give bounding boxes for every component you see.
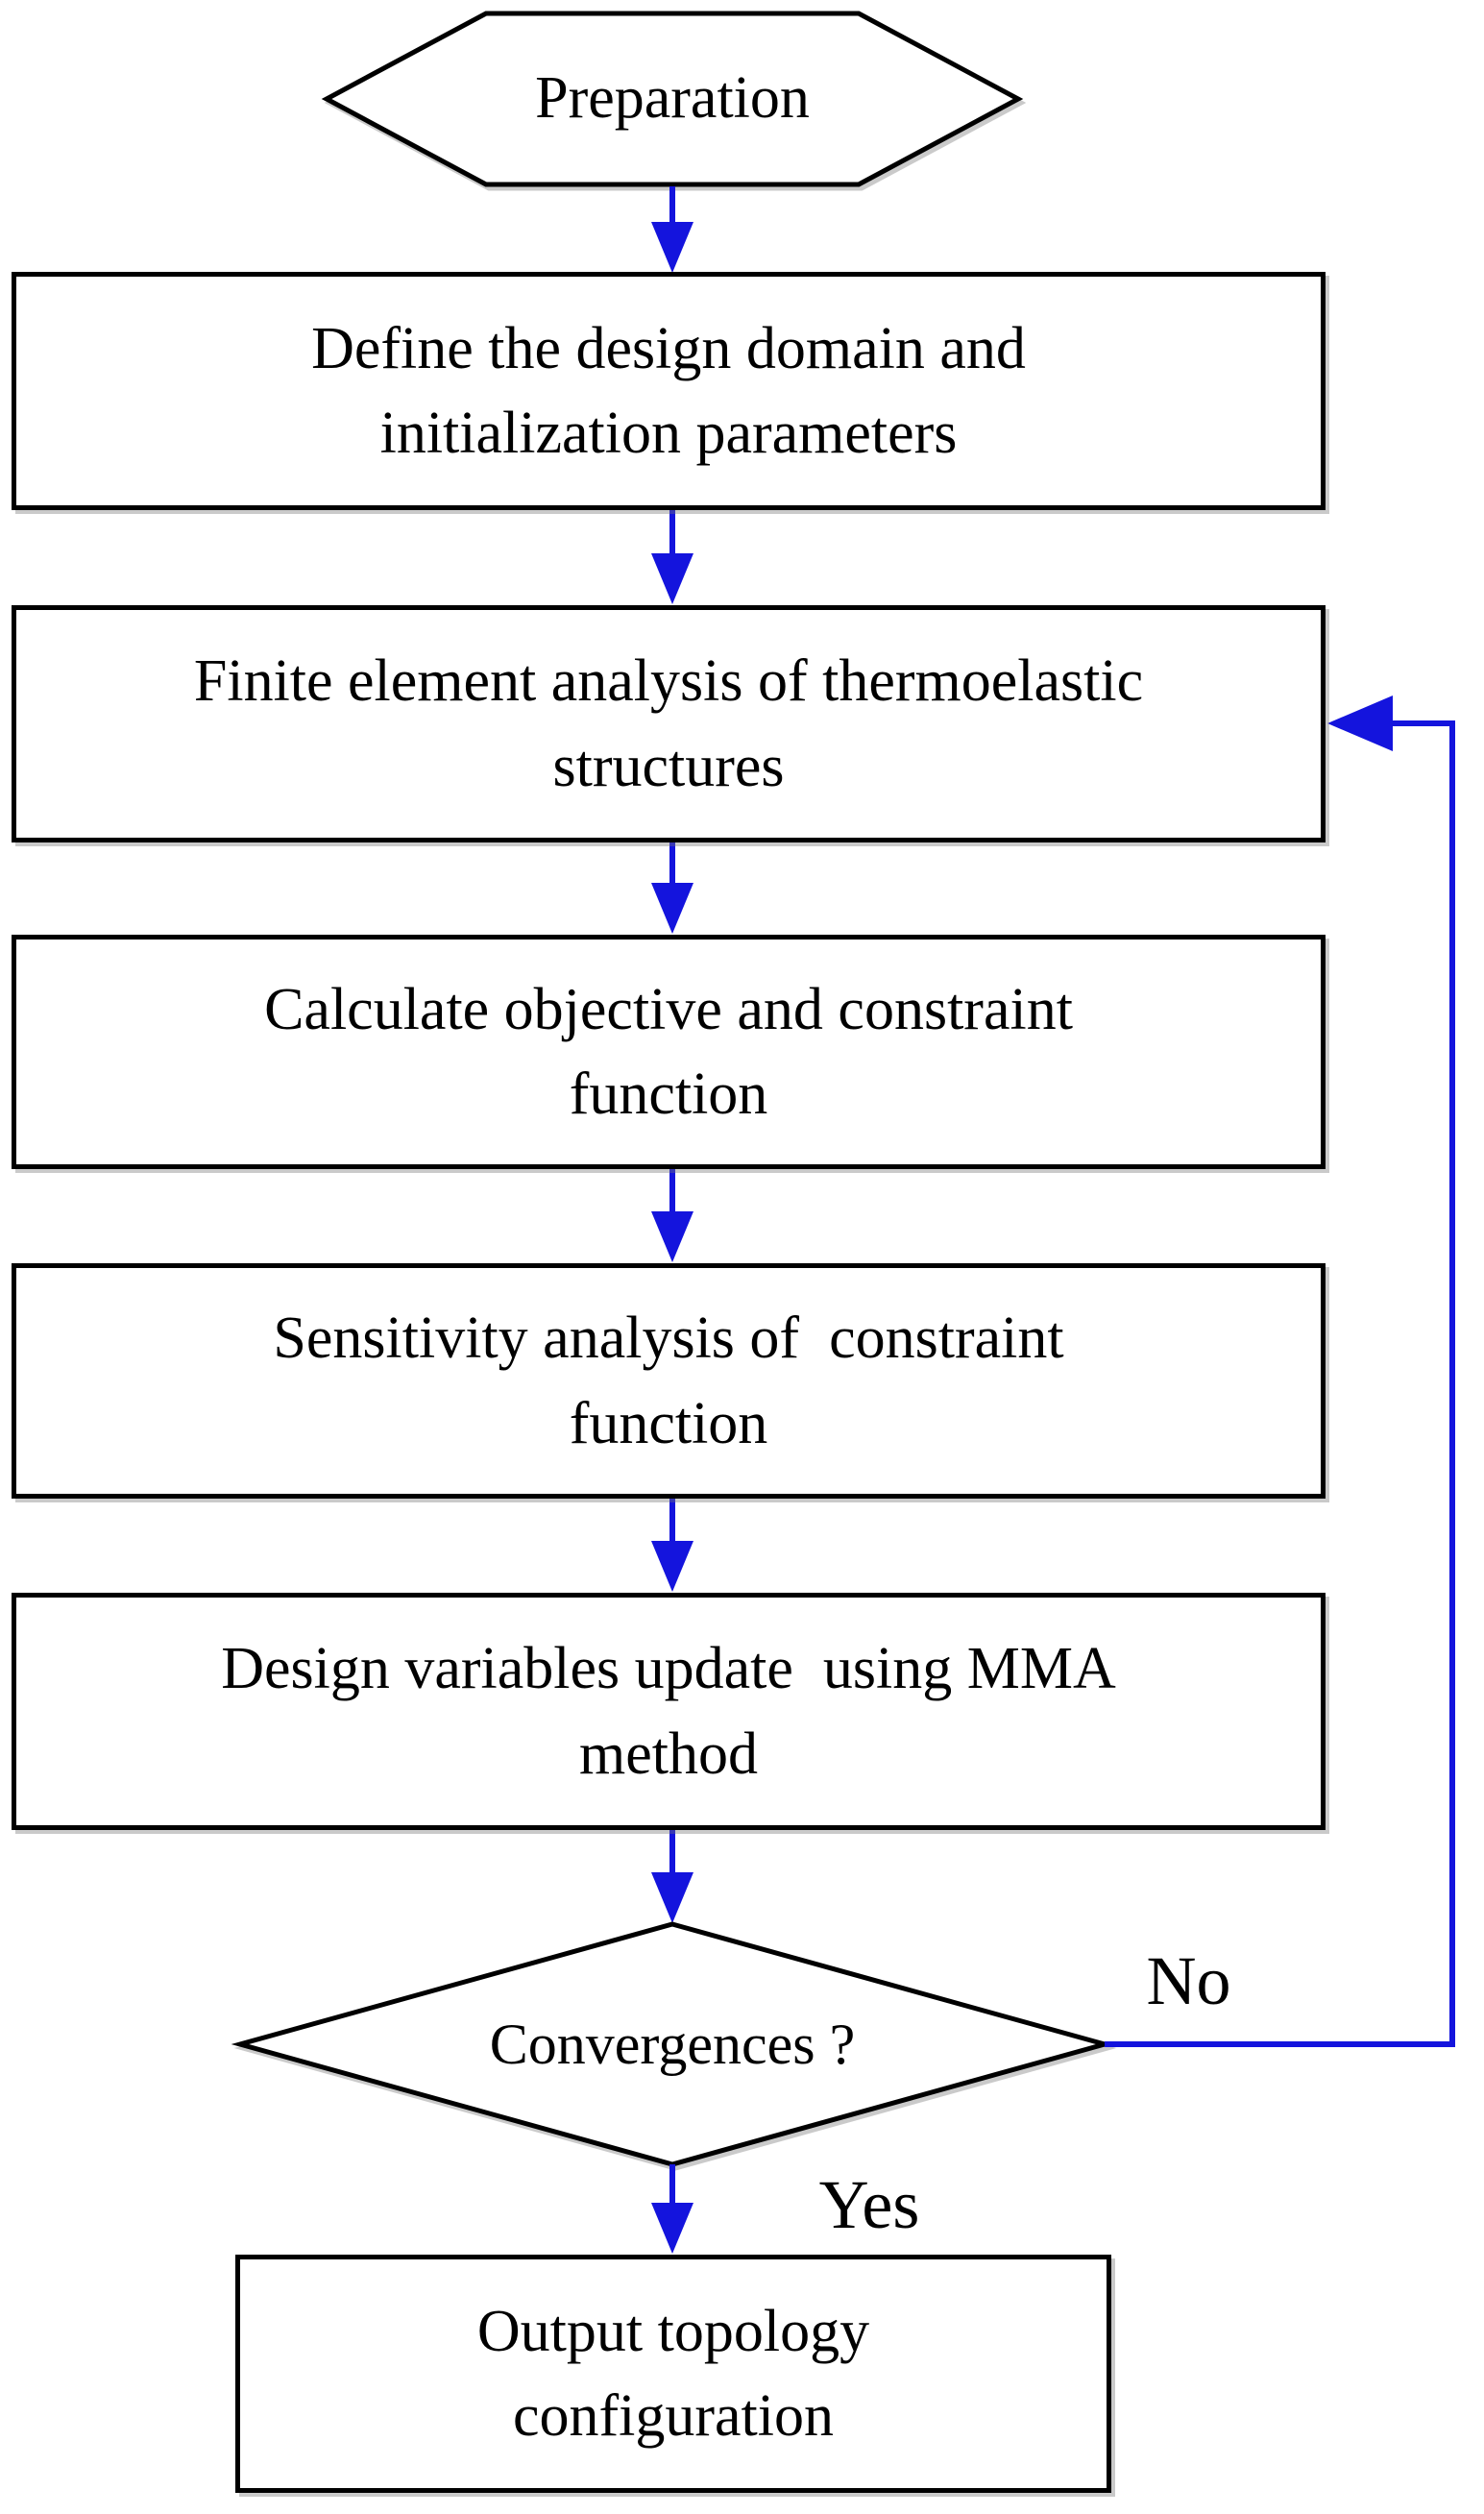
define-domain-line1: Define the design domain and	[311, 315, 1026, 381]
objective-line2: function	[569, 1062, 768, 1127]
preparation-hexagon	[321, 11, 1024, 187]
mma-update-line2: method	[579, 1721, 758, 1787]
objective-line1: Calculate objective and constraint	[264, 976, 1073, 1042]
convergence-diamond	[231, 1921, 1114, 2167]
output-box: Output topology configuration	[235, 2255, 1111, 2493]
fea-box: Finite element analysis of thermoelastic…	[12, 605, 1326, 842]
arrow-preparation-to-define	[651, 186, 693, 273]
fea-line2: structures	[552, 733, 785, 799]
sensitivity-box: Sensitivity analysis of constraint funct…	[12, 1263, 1326, 1499]
define-domain-line2: initialization parameters	[379, 401, 958, 466]
sensitivity-line2: function	[569, 1390, 768, 1456]
fea-line1: Finite element analysis of thermoelastic	[193, 648, 1144, 715]
arrow-convergence-to-output	[651, 2164, 693, 2254]
yes-edge-label: Yes	[818, 2166, 920, 2243]
define-domain-box: Define the design domain and initializat…	[12, 272, 1326, 510]
arrow-objective-to-sensitivity	[651, 1169, 693, 1262]
no-feedback-connector	[1105, 696, 1455, 2047]
output-line2: configuration	[512, 2383, 834, 2449]
arrow-sensitivity-to-mma	[651, 1499, 693, 1592]
arrow-mma-to-convergence	[651, 1830, 693, 1923]
no-edge-label: No	[1146, 1942, 1231, 2019]
arrow-define-to-fea	[651, 510, 693, 604]
mma-update-line1: Design variables update using MMA	[221, 1636, 1116, 1702]
sensitivity-line1: Sensitivity analysis of constraint	[273, 1306, 1064, 1372]
output-line1: Output topology	[476, 2298, 870, 2364]
objective-box: Calculate objective and constraint funct…	[12, 935, 1326, 1169]
mma-update-box: Design variables update using MMA method	[12, 1593, 1326, 1830]
arrow-fea-to-objective	[651, 842, 693, 934]
